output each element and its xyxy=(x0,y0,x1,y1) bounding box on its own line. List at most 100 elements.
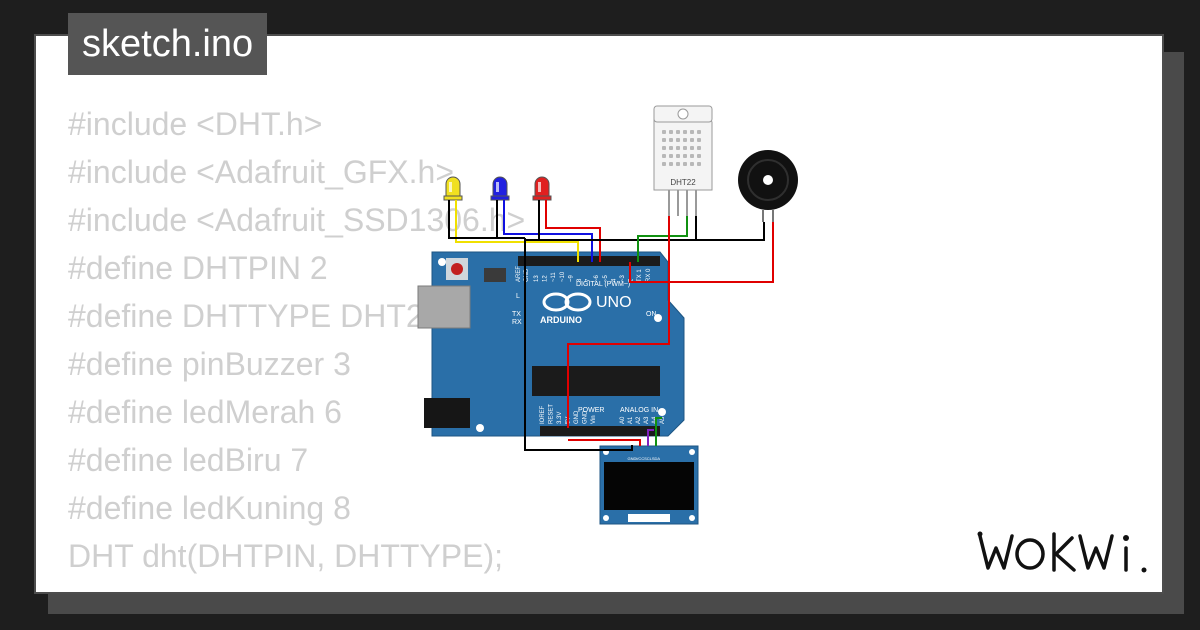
sensor-grille-hole xyxy=(683,146,687,150)
pin-label-analog: A3 xyxy=(644,416,650,424)
board-model-label: UNO xyxy=(596,294,632,311)
led-group xyxy=(443,176,552,201)
board-brand-label: ARDUINO xyxy=(540,315,582,325)
pin-label-digital: RX 0 xyxy=(646,268,652,282)
pin-label-digital: ~11 xyxy=(551,272,557,282)
pin-label-gnd: GND xyxy=(524,268,530,282)
sensor-grille-hole xyxy=(676,162,680,166)
wire-gnd-top xyxy=(525,222,765,241)
pin-label-digital: TX 1 xyxy=(637,269,643,282)
sensor-grille-hole xyxy=(669,146,673,150)
sensor-grille-hole xyxy=(662,130,666,134)
pin-label-digital: ~6 xyxy=(594,274,600,282)
pin-label-analog: A5 xyxy=(660,416,666,424)
sensor-grille-hole xyxy=(683,154,687,158)
code-line: #include <Adafruit_SSD1306.h> xyxy=(68,202,526,238)
led[interactable] xyxy=(443,176,463,201)
wire-oled-sda xyxy=(655,417,662,446)
pin-label-digital: 12 xyxy=(543,275,549,282)
led[interactable] xyxy=(532,176,552,201)
pin-label-digital: ~9 xyxy=(568,274,574,282)
sensor-label: DHT22 xyxy=(670,178,696,187)
sensor-grille-hole xyxy=(683,130,687,134)
sensor-grille-hole xyxy=(697,154,701,158)
arduino-uno-board[interactable]: UNO ARDUINO DIGITAL (PWM~) POWER ANALOG … xyxy=(417,251,685,437)
on-label: ON xyxy=(646,311,657,318)
sensor-grille-hole xyxy=(697,138,701,142)
oled-pin-label: SDA xyxy=(652,456,661,461)
sensor-grille-hole xyxy=(662,154,666,158)
wires xyxy=(448,200,774,451)
rx-label: RX xyxy=(512,319,522,326)
pin-label-analog: A0 xyxy=(620,416,626,424)
power-label: POWER xyxy=(578,407,604,414)
sensor-grille-hole xyxy=(669,162,673,166)
wire-red-led xyxy=(545,200,601,262)
oled-pin-label: VCC xyxy=(636,456,645,461)
sensor-grille-hole xyxy=(669,154,673,158)
dht22-sensor[interactable]: DHT22 xyxy=(653,105,713,216)
digital-label: DIGITAL (PWM~) xyxy=(576,281,630,288)
analog-label: ANALOG IN xyxy=(620,407,658,414)
pin-label-digital: 4 xyxy=(611,278,617,282)
sensor-grille-hole xyxy=(690,146,694,150)
sensor-grille-hole xyxy=(662,138,666,142)
led[interactable] xyxy=(490,176,510,201)
pin-label-digital: ~10 xyxy=(560,271,566,282)
sensor-grille-hole xyxy=(683,162,687,166)
pin-label-power: 3.3V xyxy=(557,412,563,424)
pin-label-power: RESET xyxy=(549,404,555,424)
pin-label-digital: 13 xyxy=(534,275,540,282)
sensor-grille-hole xyxy=(676,138,680,142)
atmega-chip xyxy=(532,366,660,396)
sensor-grille-hole xyxy=(669,138,673,142)
pin-label-digital: ~5 xyxy=(603,274,609,282)
sensor-grille-hole xyxy=(676,154,680,158)
oled-pin-label: GND xyxy=(628,456,637,461)
pin-label-analog: A2 xyxy=(636,416,642,424)
sensor-grille-hole xyxy=(690,154,694,158)
digital-header xyxy=(518,256,660,266)
power-header xyxy=(540,426,660,436)
code-line: #include <DHT.h> xyxy=(68,106,323,142)
sensor-grille-hole xyxy=(676,130,680,134)
oled-pin-label: SCL xyxy=(644,456,653,461)
wire-oled-scl xyxy=(647,429,654,446)
usb-connector xyxy=(417,285,471,329)
buzzer[interactable] xyxy=(738,150,798,222)
sensor-grille-hole xyxy=(690,130,694,134)
pin-label-digital: ~3 xyxy=(620,274,626,282)
wire-dht-vcc xyxy=(567,216,670,428)
sensor-grille-hole xyxy=(697,162,701,166)
code-line: #include <Adafruit_GFX.h> xyxy=(68,154,455,190)
sensor-grille-hole xyxy=(690,162,694,166)
pin-label-power: GND xyxy=(574,410,580,424)
sensor-grille-hole xyxy=(697,146,701,150)
wire-blue-led xyxy=(503,200,593,262)
sensor-grille-hole xyxy=(683,138,687,142)
sensor-grille-hole xyxy=(697,130,701,134)
wire-yellow-led xyxy=(455,200,579,262)
code-line: #define DHTPIN 2 xyxy=(68,250,328,286)
sensor-grille-hole xyxy=(662,162,666,166)
pin-label-power: Vin xyxy=(591,415,597,424)
pin-label-power: GND xyxy=(583,410,589,424)
code-line: #define pinBuzzer 3 xyxy=(68,346,351,382)
sensor-grille-hole xyxy=(690,138,694,142)
pin-label-analog: A1 xyxy=(628,416,634,424)
wire-yellow-led-gnd xyxy=(448,200,525,239)
tx-label: TX xyxy=(512,311,521,318)
code-line: DHT dht(DHTPIN, DHTTYPE); xyxy=(68,538,503,574)
code-line: #define ledMerah 6 xyxy=(68,394,342,430)
sensor-grille-hole xyxy=(669,130,673,134)
file-tab[interactable]: sketch.ino xyxy=(68,13,268,75)
pin-label-digital: 2 xyxy=(629,278,635,282)
wire-gnd-bus xyxy=(524,238,633,451)
pin-label-aref: AREF xyxy=(516,266,522,282)
pin-label-digital: 8 xyxy=(577,278,583,282)
sensor-grille-hole xyxy=(676,146,680,150)
wokwi-logo xyxy=(977,531,1147,573)
